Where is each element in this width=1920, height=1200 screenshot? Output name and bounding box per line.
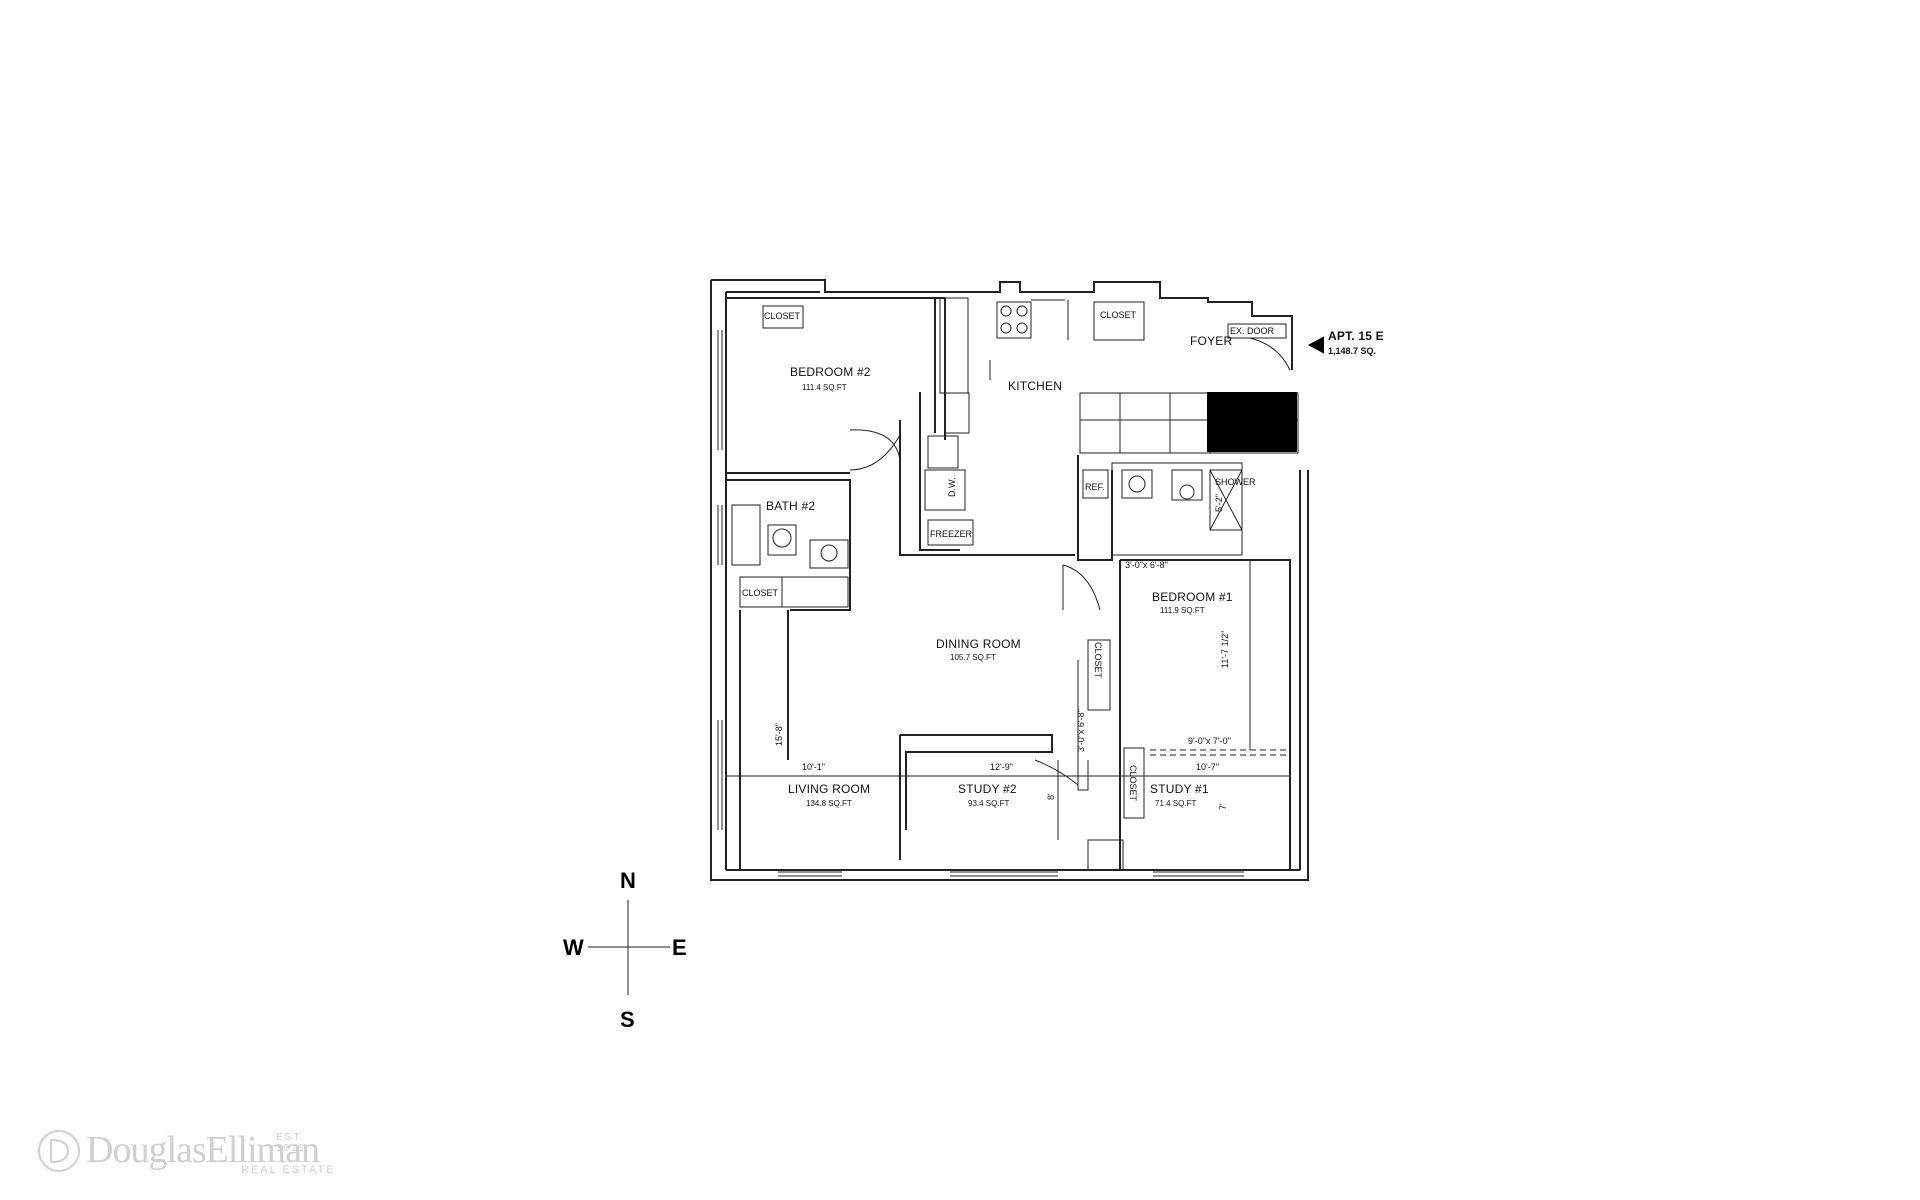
dim-study2-height: 8' xyxy=(1046,793,1056,800)
dim-study1-height: 7' xyxy=(1218,803,1228,810)
dining-closet-label: CLOSET xyxy=(1093,642,1103,679)
bedroom2-name: BEDROOM #2 xyxy=(790,365,871,379)
kitchen-closet-label: CLOSET xyxy=(1100,310,1137,320)
compass-east: E xyxy=(672,935,687,960)
unit-label: APT. 15 E xyxy=(1328,329,1384,343)
compass-north: N xyxy=(620,868,636,893)
dim-dining-closet: 3'-0"x 6'-8" xyxy=(1076,709,1086,752)
compass-west: W xyxy=(563,935,584,960)
brand-name: DouglasElliman xyxy=(86,1129,320,1171)
ref-label: REF. xyxy=(1085,482,1105,492)
dim-bath1-door: 3'-0"x 6'-8" xyxy=(1125,560,1168,570)
living-name: LIVING ROOM xyxy=(788,782,870,796)
bedroom1-area: 111.9 SQ.FT xyxy=(1160,606,1205,615)
brand-subtitle: REAL ESTATE xyxy=(241,1164,336,1176)
bedroom2-wall xyxy=(726,298,936,474)
compass-south: S xyxy=(620,1007,635,1032)
unit-area: 1,148.7 SQ. xyxy=(1328,346,1376,356)
foyer-name: FOYER xyxy=(1190,334,1232,348)
study1-area: 71.4 SQ.FT xyxy=(1155,799,1196,808)
dim-living-height: 15'-8" xyxy=(774,723,784,746)
freezer-label: FREEZER xyxy=(930,529,973,539)
bath-closet-label: CLOSET xyxy=(742,588,779,598)
bedroom2-area: 111.4 SQ.FT xyxy=(802,383,847,392)
bedroom1-name: BEDROOM #1 xyxy=(1152,590,1233,604)
study2-name: STUDY #2 xyxy=(958,782,1017,796)
dw-label: D.W. xyxy=(947,478,957,498)
dim-living-width: 10'-1" xyxy=(802,762,825,772)
study2-area: 93.4 SQ.FT xyxy=(968,799,1009,808)
brand-logo: DouglasElliman EST. 1911 REAL ESTATE xyxy=(36,1128,336,1188)
dining-area: 105.7 SQ.FT xyxy=(950,653,996,662)
living-area: 134.8 SQ.FT xyxy=(806,799,852,808)
dim-bed1-closet: 9'-0"x 7'-0" xyxy=(1188,736,1231,746)
bedroom2-closet-label: CLOSET xyxy=(764,311,801,321)
kitchen-name: KITCHEN xyxy=(1008,379,1062,393)
dim-shower-size: 5'-2" xyxy=(1214,494,1224,512)
outer-wall xyxy=(711,279,1293,370)
study1-name: STUDY #1 xyxy=(1150,782,1209,796)
bath2-name: BATH #2 xyxy=(766,499,815,513)
dining-name: DINING ROOM xyxy=(936,637,1021,651)
dim-bed1-width: 11'-7 1/2" xyxy=(1220,631,1230,668)
brand-established: EST. 1911 xyxy=(276,1132,306,1154)
ex-door-label: EX. DOOR xyxy=(1230,326,1275,336)
compass-rose: N W E S xyxy=(563,868,687,1032)
shower-label: SHOWER xyxy=(1215,477,1256,487)
brand-emblem-icon xyxy=(38,1130,80,1172)
dim-bed1-depth: 10'-7" xyxy=(1196,762,1219,772)
study-closet-label: CLOSET xyxy=(1128,765,1138,802)
dim-study2-width: 12'-9" xyxy=(990,762,1013,772)
